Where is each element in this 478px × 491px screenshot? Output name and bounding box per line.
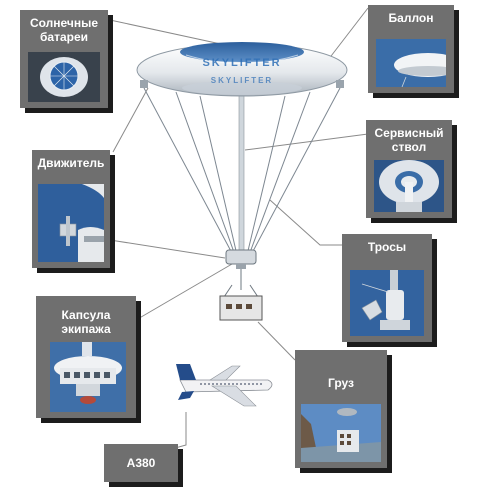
service-shaft (238, 89, 245, 251)
leader-capsule (135, 263, 233, 321)
cargo-label: Груз (328, 376, 354, 390)
card-cargo: Груз (295, 350, 387, 468)
leader-thruster (112, 87, 149, 153)
thruster-label: Движитель (37, 156, 105, 170)
card-service-shaft: Сервисный ствол (366, 120, 452, 218)
hull-brand-top: SKYLIFTER (202, 57, 281, 69)
a380-aircraft (176, 364, 273, 407)
card-a380: A380 (104, 444, 178, 482)
thruster-right (336, 80, 344, 88)
crew-capsule-image (50, 342, 126, 412)
leader-lines (109, 7, 369, 451)
leader-service (244, 133, 369, 151)
tethers-label: Тросы (367, 240, 407, 254)
crew-capsule-label: Капсула экипажа (61, 308, 111, 336)
card-tethers: Тросы (342, 234, 432, 342)
service-shaft-label: Сервисный ствол (374, 126, 444, 154)
leader-cargo (257, 321, 296, 361)
card-balloon: Баллон (368, 5, 454, 93)
airship-hull: SKYLIFTER SKYLIFTER (136, 42, 348, 97)
cargo-container (219, 269, 263, 321)
service-shaft-image (374, 160, 444, 212)
card-crew-capsule: Капсула экипажа (36, 296, 136, 418)
solar-panels-label: Солнечные батареи (29, 16, 99, 44)
a380-label: A380 (126, 456, 156, 470)
tethers-image (350, 270, 424, 336)
solar-panels-image (28, 52, 100, 102)
cargo-image (301, 404, 381, 462)
card-solar-panels: Солнечные батареи (20, 10, 108, 108)
leader-balloon (327, 7, 369, 61)
tether-hub (225, 249, 257, 269)
tether-cables (143, 87, 341, 256)
balloon-image (376, 39, 446, 87)
thruster-left (140, 80, 148, 88)
solar-dome (180, 42, 304, 62)
leader-motor (109, 239, 226, 259)
hull-brand-side: SKYLIFTER (211, 76, 273, 85)
leader-solar (109, 19, 231, 47)
card-thruster: Движитель (32, 150, 110, 268)
balloon-label: Баллон (388, 11, 434, 25)
thruster-image (38, 184, 104, 262)
leader-tethers (269, 199, 342, 246)
